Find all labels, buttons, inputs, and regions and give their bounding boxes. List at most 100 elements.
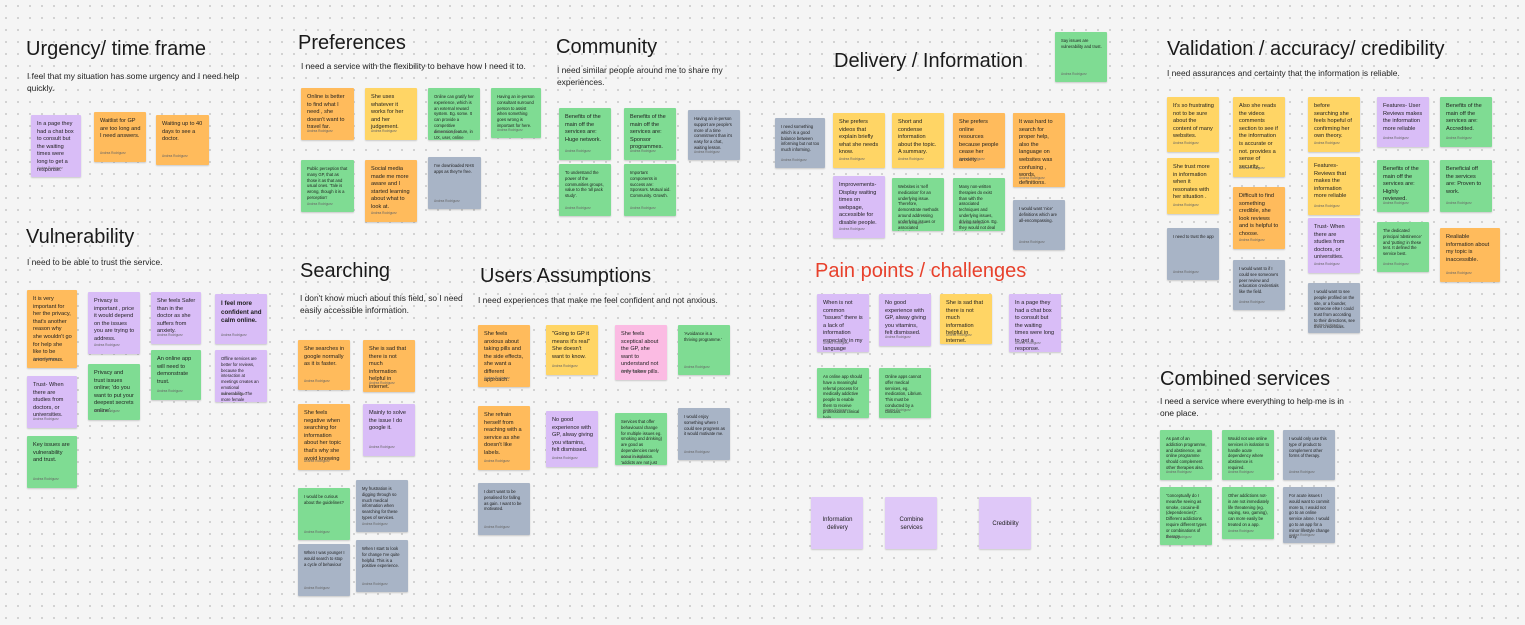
sticky-note[interactable]: She refrain herself from reaching with a… <box>478 406 530 470</box>
sticky-note[interactable]: It is very important for her the privacy… <box>27 290 77 368</box>
sticky-note[interactable]: I would be curious about the guidelines?… <box>298 488 350 540</box>
cluster-label-information-delivery[interactable]: Information delivery <box>811 497 863 549</box>
sticky-note[interactable]: Also she reads the videos comments secti… <box>1233 97 1285 177</box>
sticky-note[interactable]: When I start to look for change I've qui… <box>356 540 408 592</box>
sticky-note[interactable]: She trust more in information when it re… <box>1167 158 1219 214</box>
sticky-note[interactable]: Offline services are better for reviews,… <box>215 350 267 402</box>
sticky-note[interactable]: She prefers online resources because peo… <box>953 113 1005 168</box>
sticky-note[interactable]: Would not use online services in isolati… <box>1222 430 1274 480</box>
sticky-note[interactable]: Online apps cannot offer medical service… <box>879 368 931 418</box>
sticky-note[interactable]: Benefits of the main off the services ar… <box>1377 160 1429 212</box>
sticky-note[interactable]: An online app should have a meaningful r… <box>817 368 869 418</box>
sticky-note[interactable]: She feels sceptical about the GP, she wa… <box>615 325 667 380</box>
sticky-note[interactable]: My frustration is digging through so muc… <box>356 480 408 532</box>
section-desc-preferences: I need a service with the flexibility to… <box>301 61 526 71</box>
section-title-pain-points: Pain points / challenges <box>815 260 1027 282</box>
sticky-note[interactable]: It was hard to search for proper help, a… <box>1013 113 1065 187</box>
sticky-note[interactable]: She is sad that there is not much inform… <box>940 294 992 344</box>
sticky-note[interactable]: "conceptually do I mean/be seeing as smo… <box>1160 487 1212 545</box>
sticky-note[interactable]: No good experience with GP, alway giving… <box>546 411 598 467</box>
sticky-note[interactable]: before searching she feels hopeful of co… <box>1308 97 1360 152</box>
sticky-note[interactable]: I don't want to be penalised for falling… <box>478 483 530 535</box>
section-desc-urgency: I feel that my situation has some urgenc… <box>27 71 240 93</box>
sticky-note[interactable]: Beneficial off the services are: Proven … <box>1440 160 1492 212</box>
sticky-note[interactable]: An online app will need to demonstrate t… <box>151 350 201 400</box>
sticky-note[interactable]: Social media made me more aware and I st… <box>365 160 417 222</box>
sticky-note[interactable]: Benefits of the main off the services ar… <box>1440 97 1492 147</box>
sticky-note[interactable]: In a page they had a chat box to consult… <box>1009 294 1061 352</box>
section-title-delivery: Delivery / Information <box>834 50 1023 72</box>
sticky-note[interactable]: Trust- When there are studies from docto… <box>1308 218 1360 273</box>
sticky-note[interactable]: Important components in success are: Spo… <box>624 164 676 216</box>
sticky-note[interactable]: Privacy is important , price it would de… <box>88 292 140 354</box>
sticky-note[interactable]: Having an in-person support are people's… <box>688 110 740 160</box>
sticky-note[interactable]: She feels Safer than in the doctor as sh… <box>151 292 201 344</box>
cluster-label-combine-services[interactable]: Combine services <box>885 497 937 549</box>
sticky-note[interactable]: Online is better to find what I need , s… <box>301 88 354 140</box>
sticky-note[interactable]: Short and condense information about the… <box>892 113 944 168</box>
section-desc-vulnerability: I need to be able to trust the service. <box>27 257 163 267</box>
sticky-note[interactable]: Improvements- Display waiting times on w… <box>833 176 885 238</box>
sticky-note[interactable]: I feel more confident and calm online.An… <box>215 294 267 344</box>
sticky-note[interactable]: Benefits of the main off the services ar… <box>624 108 676 160</box>
section-title-searching: Searching <box>300 260 391 282</box>
sticky-note[interactable]: I would enjoy something where I could se… <box>678 408 730 460</box>
section-title-community: Community <box>556 36 658 58</box>
sticky-note[interactable]: When is not common "issues" there is a l… <box>817 294 869 352</box>
section-desc-combined-services: I need a service where everything to hel… <box>1160 396 1344 418</box>
sticky-note[interactable]: For acute issues I would want to commit … <box>1283 487 1335 543</box>
sticky-note[interactable]: As part of an addiction programme, and a… <box>1160 430 1212 480</box>
sticky-note[interactable]: Services that offer behavioural change f… <box>615 413 667 465</box>
sticky-note[interactable]: Websites is 'self medication' for an und… <box>892 178 944 231</box>
sticky-note[interactable]: Waiting up to 40 days to see a doctor.An… <box>156 115 209 165</box>
sticky-note[interactable]: Key issues are vulnerability and trust.A… <box>27 436 77 488</box>
section-title-preferences: Preferences <box>298 32 406 54</box>
sticky-note[interactable]: She searches in google normally as it is… <box>298 340 350 390</box>
sticky-note[interactable]: Realiable information about my topic is … <box>1440 228 1500 282</box>
sticky-note[interactable]: Having an in-person consultant surround … <box>491 88 541 138</box>
cluster-label-credibility[interactable]: Credibility <box>979 497 1031 549</box>
section-title-vulnerability: Vulnerability <box>26 226 135 248</box>
sticky-note[interactable]: I would want to see people profiled on t… <box>1308 283 1360 333</box>
sticky-note[interactable]: Features- User Reviews makes the informa… <box>1377 97 1429 147</box>
sticky-note[interactable]: Say issues are vulnerability and trust.A… <box>1055 32 1107 82</box>
sticky-note[interactable]: I would want to if I could see someone's… <box>1233 260 1285 310</box>
sticky-note[interactable]: No good experience with GP, alway giving… <box>879 294 931 346</box>
sticky-note[interactable]: Mainly to solve the issue I do google it… <box>363 404 415 456</box>
sticky-note[interactable]: Public perception that many GP, that as … <box>301 160 354 212</box>
sticky-note[interactable]: To understand the power of the communiti… <box>559 164 611 216</box>
section-title-combined-services: Combined services <box>1160 368 1331 390</box>
sticky-note[interactable]: Trust- When there are studies from docto… <box>27 376 77 428</box>
sticky-note[interactable]: Many non-written therapies do exist than… <box>953 178 1005 231</box>
section-desc-searching: I don't know much about this field, so I… <box>300 293 463 315</box>
sticky-note[interactable]: Online can gratify her experience, which… <box>428 88 480 140</box>
sticky-note[interactable]: It's so frustrating not to be sure about… <box>1167 97 1219 152</box>
section-desc-assumptions: I need experiences that make me feel con… <box>478 295 718 305</box>
sticky-note[interactable]: In a page they had a chat box to consult… <box>31 115 81 177</box>
sticky-note[interactable]: I would only use this type of product to… <box>1283 430 1335 480</box>
sticky-note[interactable]: Benefits of the main off the services ar… <box>559 108 611 160</box>
sticky-note[interactable]: Privacy and trust issues online; 'do you… <box>88 364 140 420</box>
sticky-note[interactable]: I would want 'nice' definitions which ar… <box>1013 200 1065 250</box>
section-title-urgency: Urgency/ time frame <box>26 38 207 60</box>
sticky-note[interactable]: The dedicated principal 'abstinence' and… <box>1377 222 1429 272</box>
sticky-note[interactable]: I've downloaded NHS apps as they're free… <box>428 157 481 209</box>
section-desc-validation: I need assurances and certainty that the… <box>1167 68 1400 78</box>
sticky-note[interactable]: She feels negative when searching for in… <box>298 404 350 470</box>
sticky-note[interactable]: 'Avoidance is a thriving programme.'Andr… <box>678 325 730 375</box>
sticky-note[interactable]: She prefers videos that explain briefly … <box>833 113 885 168</box>
sticky-note[interactable]: When I was younger I would search to sto… <box>298 544 350 596</box>
section-desc-community: I need similar people around me to share… <box>557 65 723 87</box>
sticky-note[interactable]: She uses whatever it works for her and h… <box>365 88 417 140</box>
sticky-note[interactable]: She feels anxious about taking pills and… <box>478 325 530 387</box>
sticky-note[interactable]: Other addictions not-in are not immediat… <box>1222 487 1274 539</box>
sticky-note[interactable]: Waitlist for GP are too long and I need … <box>94 112 146 162</box>
sticky-note[interactable]: Difficult to find something credible, sh… <box>1233 187 1285 249</box>
sticky-note[interactable]: "Going to GP it means it's real" She doe… <box>546 325 598 375</box>
section-title-validation: Validation / accuracy/ credibility <box>1167 38 1445 60</box>
sticky-note[interactable]: Features- Reviews that makes the informa… <box>1308 157 1360 215</box>
sticky-note[interactable]: She is sad that there is not much inform… <box>363 340 415 392</box>
sticky-note[interactable]: I need something which is a good balance… <box>775 118 825 168</box>
